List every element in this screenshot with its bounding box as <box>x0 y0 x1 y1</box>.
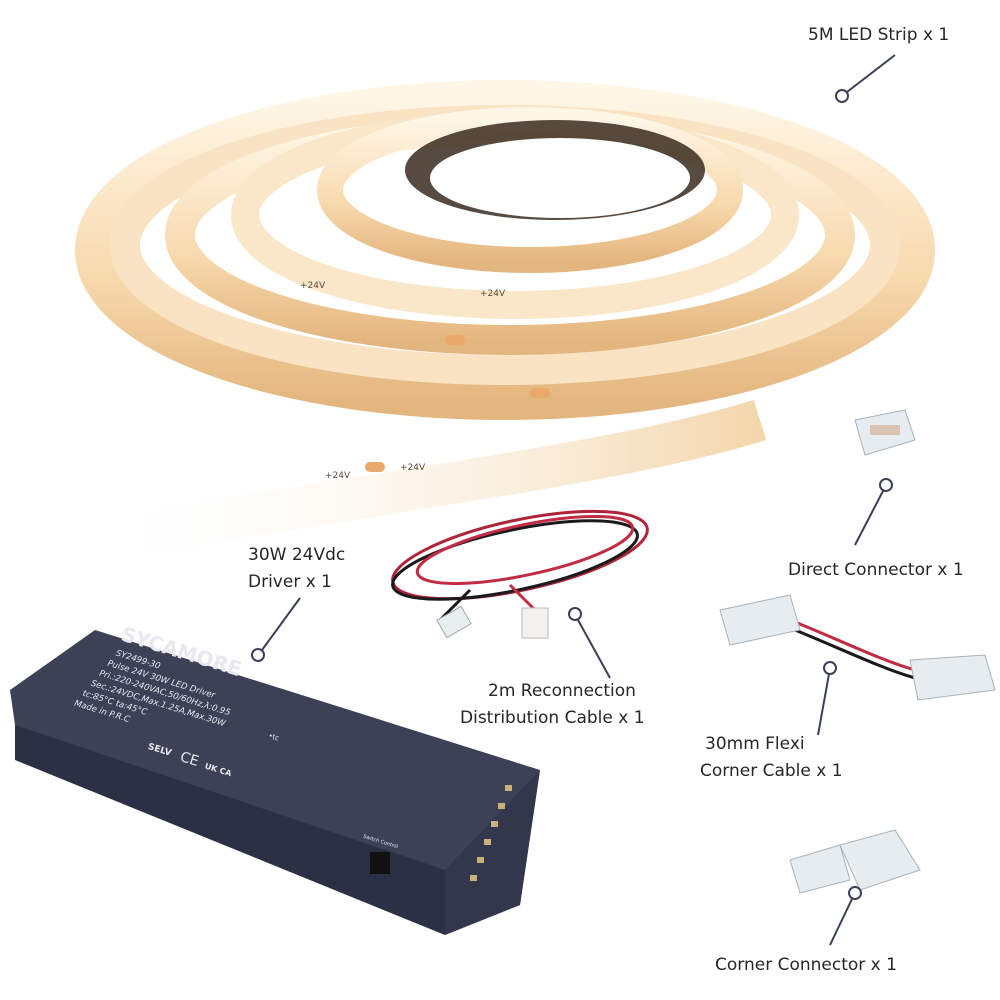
driver-output-ports <box>470 785 512 881</box>
strip-marking: +24V <box>325 471 351 481</box>
callout-text: Corner Connector x 1 <box>715 955 897 975</box>
callout-driver: 30W 24Vdc Driver x 1 <box>248 542 345 596</box>
callout-text: 5M LED Strip x 1 <box>808 25 950 45</box>
flexi-corner-cable <box>719 594 996 701</box>
callout-text: 30W 24Vdc <box>248 545 346 565</box>
driver-tc: •tc <box>267 732 280 743</box>
strip-marking: +24V <box>300 281 326 291</box>
callout-cable: 2m Reconnection Distribution Cable x 1 <box>460 678 645 732</box>
strip-marking: +24V <box>400 463 426 473</box>
callout-corner: Corner Connector x 1 <box>715 952 897 979</box>
strip-markings: +24V +24V +24V +24V <box>300 281 550 481</box>
callout-text: 2m Reconnection <box>488 681 636 701</box>
direct-connector <box>854 409 916 456</box>
callout-text: 30mm Flexi <box>705 734 805 754</box>
callout-text: Driver x 1 <box>248 572 332 592</box>
callout-text: Distribution Cable x 1 <box>460 708 645 728</box>
callout-text: Direct Connector x 1 <box>788 560 964 580</box>
corner-connector <box>789 829 921 894</box>
callout-flexi: 30mm Flexi Corner Cable x 1 <box>700 731 843 785</box>
distribution-cable <box>391 509 649 639</box>
callout-text: Corner Cable x 1 <box>700 761 843 781</box>
callout-direct: Direct Connector x 1 <box>788 557 964 584</box>
driver-ce: CE <box>178 749 200 770</box>
led-driver: SYCAMORE SY2499-30 Pulse 24V 30W LED Dri… <box>10 622 540 935</box>
strip-marking: +24V <box>480 289 506 299</box>
callout-led-strip: 5M LED Strip x 1 <box>808 22 949 49</box>
callout-lines <box>251 54 896 946</box>
led-strip-coil: +24V +24V +24V +24V <box>75 80 935 566</box>
